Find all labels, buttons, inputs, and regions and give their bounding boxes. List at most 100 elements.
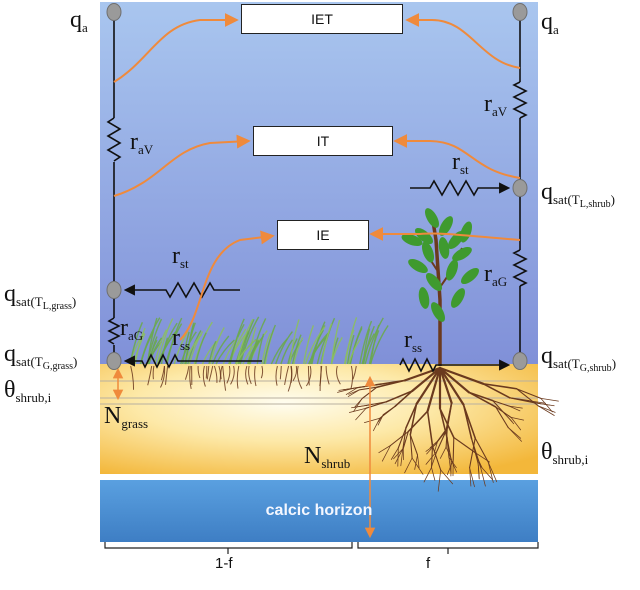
flux-it-left [113,134,251,197]
node-qsat-g-grass [106,352,122,370]
shrub-root [349,407,367,413]
shrub-root [405,403,418,429]
shrub-root [409,434,413,459]
shrub-root [431,467,436,481]
grass-root [218,365,221,383]
grass-blade [173,330,189,365]
shrub-root [439,446,447,459]
grass-root [275,365,278,386]
shrub-root [468,391,497,408]
label-rst-right: rst [452,149,469,177]
grass-root [205,365,208,379]
shrub-root [404,457,413,474]
grass-blade [303,325,315,365]
shrub-leaf [421,241,435,263]
grass-root [220,365,223,380]
shrub-root [453,436,476,454]
shrub-root [468,391,494,402]
grass-blade [304,326,326,365]
grass-root [307,365,310,386]
shrub-root [390,447,399,460]
rss-left-resistor [123,353,262,369]
shrub-leaf [431,302,445,322]
shrub-root [492,400,510,407]
label-n-shrub: Nshrub [304,443,351,471]
grass-root [208,365,214,382]
shrub-leaf [438,237,450,259]
shrub-root [479,465,486,487]
shrub-root [429,440,439,449]
shrub-root [347,389,360,397]
shrub-root [437,469,442,492]
shrub-root [434,430,447,446]
shrub-root [423,467,432,483]
shrub-root [439,407,455,439]
shrub-root [397,447,399,467]
flux-iet-right [405,13,521,69]
grass-root [213,365,218,383]
grass-root [319,365,322,387]
grass-root [352,365,357,380]
shrub-leaf [425,208,439,228]
shrub-root [438,366,453,404]
grass-blade [330,337,343,365]
it-box: IT [253,126,393,156]
shrub-root [477,462,480,479]
shrub-root [462,403,473,440]
flux-ie-right [369,227,521,241]
shrub-root [397,427,407,449]
shrub-root [345,387,358,395]
shrub-root [528,400,542,405]
shrub-root [508,405,523,409]
label-rav-right: raV [484,91,508,119]
grass-root [336,365,341,385]
rst-right-resistor [410,179,511,197]
grass-blade [347,338,361,365]
shrub-root [515,388,542,399]
shrub-root [479,465,493,480]
node-qsat-l-shrub [512,179,528,197]
brace-shrub [357,542,539,554]
grass-root [325,365,330,385]
rss-right-resistor [399,357,511,373]
rst-left-resistor [123,281,240,299]
rav-left-resistor [106,117,122,162]
shrub-root [426,444,436,455]
shrub-root [411,366,442,393]
grass-root [202,365,206,387]
grass-blade [239,316,260,365]
label-theta-right: θshrub,i [541,439,589,467]
grass-blade [320,323,333,365]
grass-blade [289,319,300,365]
shrub-root [394,390,413,408]
shrub-root [438,366,485,385]
shrub-root [439,407,448,439]
grass-root [206,365,210,380]
shrub-root [430,445,434,468]
shrub-root [508,405,521,412]
grass-root [284,365,290,385]
grass-root [254,365,257,387]
grass-root [130,365,135,390]
node-qa-right [512,3,528,21]
shrub-root [540,398,559,402]
grass-root [226,365,231,384]
shrub-root [540,398,553,413]
shrub-leaf [445,259,459,281]
label-fraction-grass: 1-f [215,555,233,572]
shrub-root [353,398,363,412]
shrub-root [446,437,450,458]
label-rss-left: rss [172,325,191,353]
label-theta-left: θshrub,i [4,377,52,405]
shrub-root [448,457,452,473]
grass-blade [349,326,363,365]
grass-root [296,365,303,389]
grass-root [279,365,282,380]
shrub-leaf [439,216,453,236]
grass-root [184,365,190,380]
grass-blade [229,318,245,365]
shrub-root [445,402,453,432]
shrub-root [409,434,419,456]
grass-blade [148,336,158,365]
grass-blade [359,320,373,365]
